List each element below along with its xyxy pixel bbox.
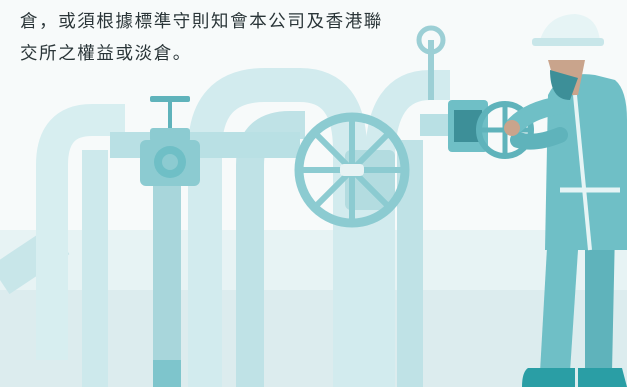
- notice-line-1: 倉，或須根據標準守則知會本公司及香港聯: [20, 12, 383, 32]
- engineer-worker-icon: [504, 14, 627, 387]
- notice-line-2: 交所之權益或淡倉。: [20, 44, 192, 64]
- notice-text: 倉，或須根據標準守則知會本公司及香港聯 交所之權益或淡倉。: [20, 6, 500, 70]
- valve-wheel-icon: [294, 112, 410, 228]
- gauge-icon: [416, 25, 446, 100]
- pipe-valve-icon: [140, 96, 200, 387]
